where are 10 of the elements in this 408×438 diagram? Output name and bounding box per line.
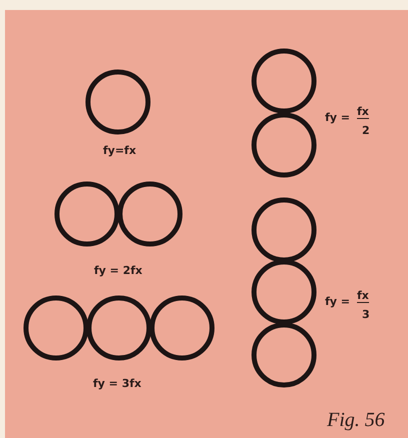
formula-label: fy = 3fx [93,378,142,389]
fraction-denominator: 2 [362,125,370,136]
formula-label: fy = 2fx [94,265,142,276]
fraction-numerator: fx [357,290,369,303]
formula-label: fy=fx [103,145,136,156]
figure-caption: Fig. 56 [327,410,385,430]
formula-label: fy = [325,296,350,307]
formula-label: fy = [325,112,350,123]
fraction-denominator: 3 [362,309,370,320]
fraction-numerator: fx [357,106,369,119]
